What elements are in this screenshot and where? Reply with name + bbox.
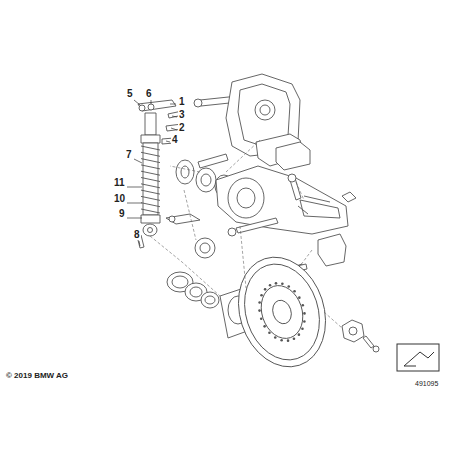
lower-eye	[143, 224, 157, 236]
shock-rod	[145, 113, 156, 135]
callout-number: 3	[178, 110, 186, 120]
shock-body	[143, 143, 158, 215]
callout-number: 8	[133, 230, 141, 240]
callout-number: 7	[125, 150, 133, 160]
hub-carrier	[216, 166, 348, 234]
spring-seat	[141, 215, 160, 223]
callout-number: 5	[126, 89, 134, 99]
top-mount	[138, 100, 176, 111]
callout-number: 11	[113, 178, 126, 188]
callout-number: 2	[178, 123, 186, 133]
washer	[148, 104, 154, 110]
callout-number: 4	[171, 135, 179, 145]
callout-number: 9	[118, 209, 126, 219]
orientation-arrow	[404, 352, 434, 366]
callout-number: 10	[113, 194, 126, 204]
brake-disc	[225, 246, 339, 378]
bearing	[195, 238, 215, 258]
brake-pad	[276, 142, 310, 170]
spring-coil	[141, 146, 160, 213]
axle-nut	[342, 320, 364, 342]
copyright-note: © 2019 BMW AG	[5, 372, 69, 380]
spring-seat	[141, 135, 160, 143]
callout-number: 1	[178, 97, 186, 107]
callout-number: 6	[145, 89, 153, 99]
diagram-number: 491095	[414, 380, 439, 387]
orientation-icon	[397, 344, 439, 371]
bolt	[139, 105, 145, 111]
